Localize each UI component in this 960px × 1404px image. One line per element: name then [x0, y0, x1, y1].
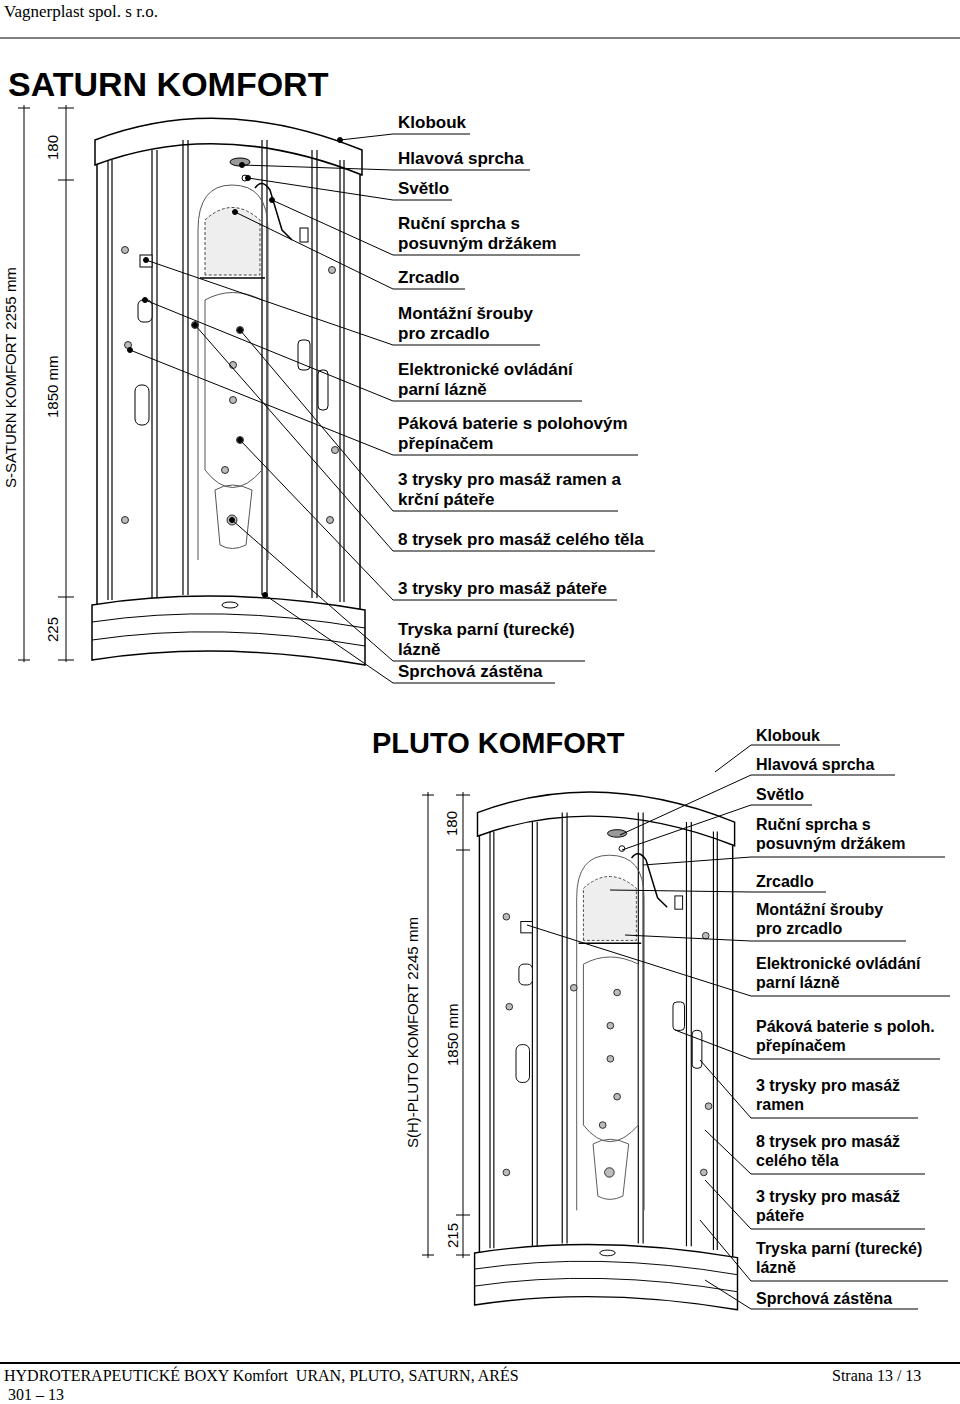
- callout-label: Zrcadlo: [756, 872, 814, 891]
- callout-label: Montážní šrouby pro zrcadlo: [398, 304, 548, 345]
- callout-label: Montážní šrouby pro zrcadlo: [756, 900, 908, 938]
- dimension-label: 180: [443, 811, 461, 836]
- callout-label: Ruční sprcha s posuvným držákem: [756, 815, 948, 853]
- document-code: 301 – 13: [8, 1385, 64, 1404]
- dimension-label: 215: [444, 1223, 462, 1248]
- dimension-label: 1850 mm: [444, 1003, 462, 1066]
- callout-label: Sprchová zástěna: [398, 662, 543, 682]
- callout-label: 3 trysky pro masáž ramen a krční páteře: [398, 470, 624, 511]
- callout-label: Světlo: [756, 785, 804, 804]
- footer-text: HYDROTERAPEUTICKÉ BOXY Komfort URAN, PLU…: [4, 1366, 519, 1385]
- callout-label: Elektronické ovládání parní lázně: [756, 954, 952, 992]
- callout-label: Elektronické ovládání parní lázně: [398, 360, 590, 401]
- dimension-label: S(H)-PLUTO KOMFORT 2245 mm: [404, 917, 422, 1148]
- callout-label: Tryska parní (turecké) lázně: [398, 620, 594, 661]
- callout-label: Páková baterie s polohovým přepínačem: [398, 414, 646, 455]
- callout-label: Klobouk: [756, 726, 820, 745]
- company-header: Vagnerplast spol. s r.o.: [4, 2, 158, 22]
- callout-label: Hlavová sprcha: [398, 149, 524, 169]
- dimension-label: 180: [44, 135, 62, 160]
- dimension-label: 225: [44, 617, 62, 642]
- callout-label: Klobouk: [398, 113, 466, 133]
- callout-label: 3 trysky pro masáž ramen: [756, 1076, 928, 1114]
- callout-label: 3 trysky pro masáž páteře: [756, 1187, 928, 1225]
- callout-label: Ruční sprcha s posuvným držákem: [398, 214, 588, 255]
- callout-label: 3 trysky pro masáž páteře: [398, 579, 607, 599]
- callout-label: 8 trysek pro masáž celého těla: [756, 1132, 928, 1170]
- dimension-label: S-SATURN KOMFORT 2255 mm: [2, 267, 20, 488]
- callout-label: Sprchová zástěna: [756, 1289, 892, 1308]
- callout-label: Hlavová sprcha: [756, 755, 874, 774]
- page-number: Strana 13 / 13: [832, 1366, 921, 1385]
- product-title: SATURN KOMFORT: [8, 64, 328, 105]
- callout-label: Tryska parní (turecké) lázně: [756, 1239, 952, 1277]
- callout-label: Páková baterie s poloh. přepínačem: [756, 1017, 946, 1055]
- callout-label: Zrcadlo: [398, 268, 459, 288]
- callout-label: 8 trysek pro masáž celého těla: [398, 530, 644, 550]
- dimension-label: 1850 mm: [44, 355, 62, 418]
- callout-label: Světlo: [398, 179, 449, 199]
- product-title: PLUTO KOMFORT: [372, 726, 624, 761]
